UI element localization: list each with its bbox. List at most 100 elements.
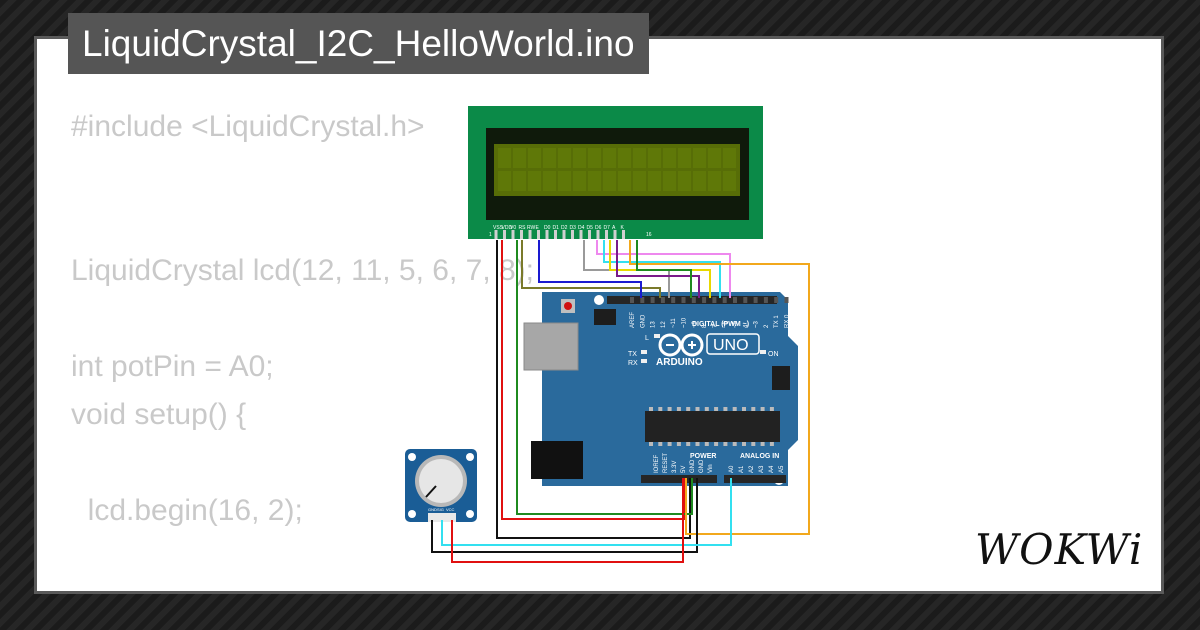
chip-pin	[760, 407, 765, 411]
lcd-pin	[596, 230, 600, 239]
digital-pin	[722, 297, 727, 303]
digital-pin	[733, 297, 737, 303]
pot-pin-header	[428, 513, 456, 522]
lcd-pin-label: D5	[587, 225, 594, 231]
digital-pin	[743, 297, 748, 303]
lcd-cell	[573, 171, 586, 191]
lcd-cell	[633, 171, 646, 191]
digital-pin-label: TX 1	[774, 315, 780, 328]
power-pin-label: IOREF	[654, 454, 660, 473]
chip-pin	[742, 407, 746, 411]
lcd-pin	[520, 230, 523, 239]
arduino-logo-icon	[658, 333, 704, 357]
tx-led-label: TX	[628, 351, 637, 358]
power-pin-label: 5V	[681, 466, 687, 473]
digital-pin	[671, 297, 676, 303]
lcd-pin-label: VSS	[493, 225, 504, 231]
power-pin-label: GND	[690, 459, 696, 473]
lcd-pin	[511, 230, 515, 239]
code-listing: #include <LiquidCrystal.h> LiquidCrystal …	[71, 103, 535, 591]
lcd-cell	[708, 148, 721, 168]
wire-e-d11-blue	[538, 240, 642, 298]
lcd-cell	[693, 148, 706, 168]
lcd-pin-label: E	[536, 225, 540, 231]
lcd-character-cells	[498, 148, 736, 191]
chip-pin	[686, 442, 691, 446]
digital-pin-label: ~5	[733, 320, 739, 328]
lcd-cell	[663, 148, 676, 168]
lcd-cell	[603, 171, 616, 191]
code-line: #include <LiquidCrystal.h>	[71, 110, 425, 143]
chip-pin	[695, 442, 700, 446]
chip-pins	[649, 407, 774, 446]
digital-pin-label: GND	[640, 314, 646, 328]
lcd-pin	[588, 230, 591, 239]
wires	[431, 240, 810, 563]
digital-pin-label: ~11	[671, 318, 677, 328]
power-pin-label: Vin	[708, 464, 714, 473]
lcd-pin-label: D1	[553, 225, 560, 231]
digital-pin	[784, 297, 789, 303]
usb-connector	[523, 322, 579, 371]
lcd-cell	[573, 148, 586, 168]
lcd-cell	[543, 171, 556, 191]
wire-k-gnd	[636, 240, 692, 298]
chip-pin	[732, 407, 737, 411]
digital-pin-label: 4	[743, 324, 749, 328]
lcd-pin-label: RS	[519, 225, 527, 231]
lcd-cell	[498, 171, 511, 191]
lcd-pin-label: VDD	[502, 225, 513, 231]
digital-pin	[763, 297, 768, 303]
lcd-pin-label: D6	[595, 225, 602, 231]
lcd-cell	[603, 148, 616, 168]
chip-pin	[769, 407, 774, 411]
lcd-cell	[618, 148, 631, 168]
chip-pin	[695, 407, 700, 411]
lcd-cell	[648, 148, 661, 168]
chip-pin	[714, 407, 719, 411]
wire-d7-purple	[616, 240, 700, 298]
potentiometer[interactable]: GND SIG VCC	[405, 449, 477, 522]
wire-d5-cyan	[603, 240, 721, 298]
lcd-cell	[723, 171, 736, 191]
chip-pin	[649, 442, 653, 446]
digital-pin	[712, 297, 717, 303]
power-pin-label: RESET	[663, 453, 669, 473]
lcd-cell	[663, 171, 676, 191]
digital-pin-label: 8	[702, 324, 708, 328]
icsp-header	[594, 309, 616, 325]
wire-pot-gnd	[431, 478, 698, 553]
digital-pin-label: 13	[651, 321, 657, 328]
lcd-pin-label: D7	[604, 225, 611, 231]
digital-pin-label: 2	[764, 324, 770, 328]
analog-pin-label: A0	[729, 465, 735, 473]
lcd-cell	[678, 148, 691, 168]
digital-pin-label: ~3	[754, 320, 760, 328]
analog-pin-label: A5	[779, 465, 785, 473]
lcd-pin-label: V0	[510, 225, 516, 231]
lcd-cell	[543, 148, 556, 168]
wire-pot-vcc	[451, 478, 684, 563]
lcd-pin-label: D3	[570, 225, 577, 231]
digital-pin	[774, 297, 779, 303]
digital-label: DIGITAL (PWM ~)	[692, 321, 749, 328]
lcd-cell	[633, 148, 646, 168]
chip-pin	[704, 442, 709, 446]
lcd-pin	[613, 230, 617, 239]
digital-pin-label: 7	[712, 324, 718, 328]
digital-pin-label: 12	[661, 321, 667, 328]
lcd-pin	[494, 230, 498, 239]
code-line: LiquidCrystal lcd(12, 11, 5, 6, 7, 8);	[71, 254, 535, 287]
lcd-pin	[503, 230, 506, 239]
lcd-cell	[558, 148, 571, 168]
digital-pin-label: ~10	[682, 317, 688, 328]
chip-pin	[732, 442, 737, 446]
code-line: void setup() {	[71, 398, 247, 431]
on-led	[760, 350, 766, 354]
pot-hole	[466, 453, 474, 461]
lcd-pin	[579, 230, 583, 239]
wokwi-logo: WOKWi	[975, 525, 1144, 574]
lcd-cell	[708, 171, 721, 191]
